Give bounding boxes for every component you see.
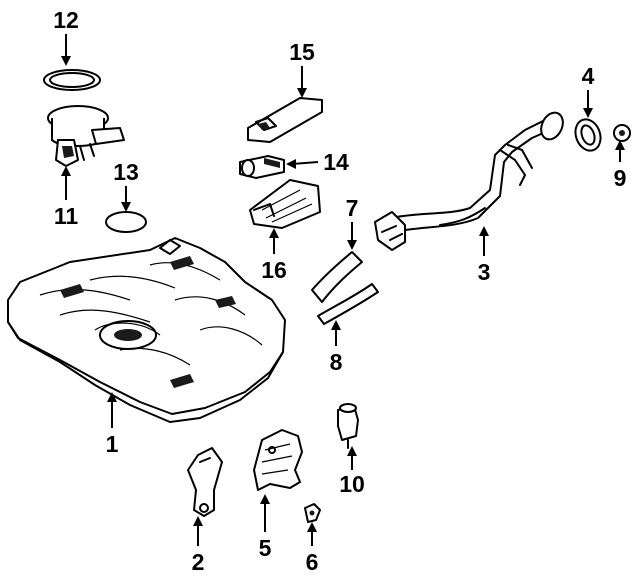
- pump-gasket-part[interactable]: [105, 211, 147, 233]
- filler-gasket-part[interactable]: [571, 116, 604, 154]
- pump-reservoir-part[interactable]: [249, 179, 321, 229]
- leader-lines: [61, 34, 625, 546]
- callout-6: 6: [306, 549, 319, 575]
- heat-shield-part[interactable]: [253, 429, 303, 491]
- callout-9: 9: [614, 165, 627, 191]
- fuel-filter-part[interactable]: [337, 403, 359, 449]
- lock-ring-part[interactable]: [43, 69, 101, 91]
- vent-hose-part[interactable]: [317, 283, 379, 325]
- callout-3: 3: [478, 259, 491, 285]
- fuel-pump-module-part[interactable]: [47, 105, 125, 167]
- callout-labels: 1 2 3 4 5 6 7 8 9 10 11 12 13 14 15 16: [53, 7, 626, 575]
- tank-bracket-part[interactable]: [187, 447, 223, 517]
- callout-14: 14: [323, 149, 349, 175]
- fuel-tank-part[interactable]: [7, 237, 286, 423]
- filler-neck-part[interactable]: [374, 109, 567, 251]
- callout-10: 10: [339, 471, 365, 497]
- callout-4: 4: [582, 63, 595, 89]
- callout-1: 1: [106, 431, 119, 457]
- callout-11: 11: [54, 203, 79, 229]
- callout-16: 16: [261, 257, 287, 283]
- callout-5: 5: [259, 535, 272, 561]
- callout-15: 15: [289, 39, 315, 65]
- callout-13: 13: [113, 159, 139, 185]
- fuel-pump-part[interactable]: [239, 155, 285, 179]
- callout-8: 8: [330, 349, 343, 375]
- fuel-cap-part[interactable]: [613, 124, 631, 142]
- filler-hose-part[interactable]: [311, 251, 363, 303]
- nut-part[interactable]: [304, 503, 321, 523]
- callout-2: 2: [192, 549, 205, 575]
- callout-7: 7: [346, 195, 359, 221]
- callout-12: 12: [53, 7, 79, 33]
- pump-cover-part[interactable]: [247, 97, 323, 143]
